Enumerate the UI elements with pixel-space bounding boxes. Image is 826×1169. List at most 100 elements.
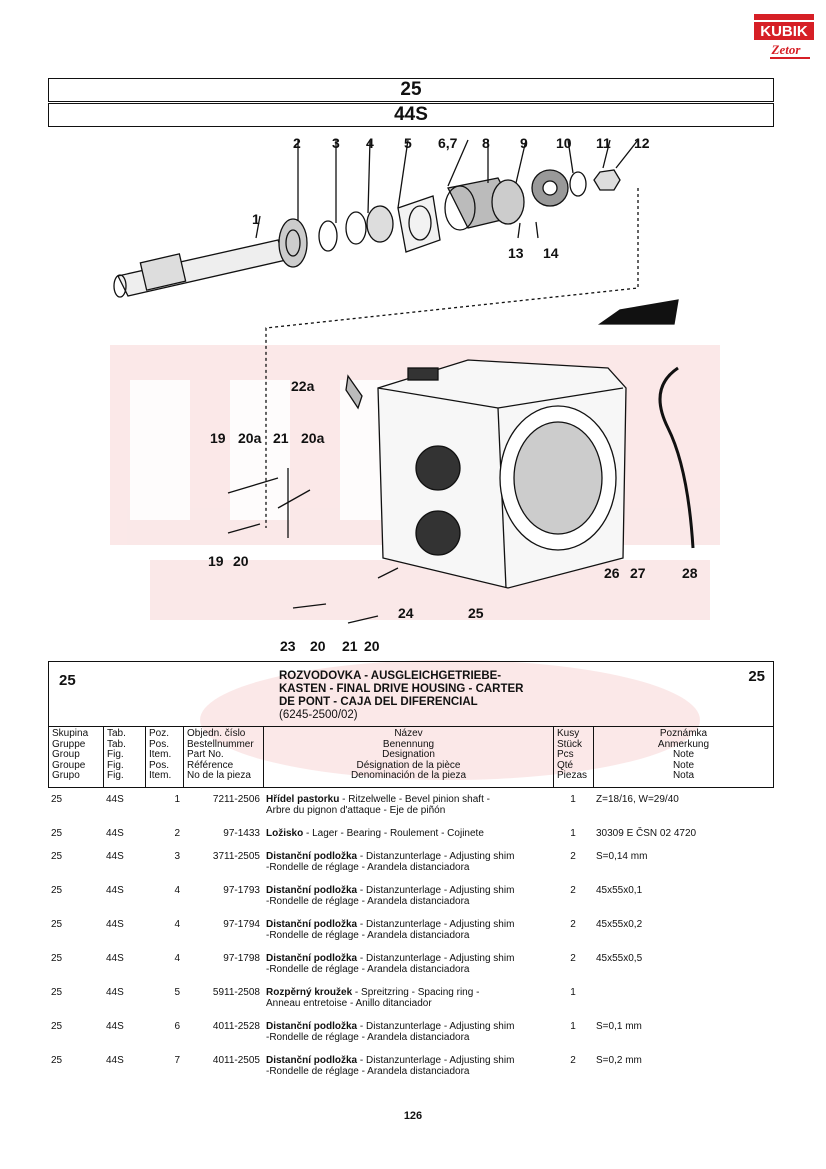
cell-group: 25 — [51, 828, 63, 839]
cell-name: Ložisko - Lager - Bearing - Roulement - … — [266, 828, 484, 839]
cell-name: Distanční podložka - Distanzunterlage - … — [266, 851, 515, 873]
cell-name: Distanční podložka - Distanzunterlage - … — [266, 953, 515, 975]
callout-8: 8 — [482, 135, 490, 151]
cell-pos: 4 — [174, 953, 180, 964]
cell-part-number: 5911-2508 — [212, 987, 260, 998]
callout-9: 9 — [520, 135, 528, 151]
cell-pos: 4 — [174, 919, 180, 930]
cell-group: 25 — [51, 953, 63, 964]
cell-qty: 2 — [570, 919, 576, 930]
callout-3: 3 — [332, 135, 340, 151]
callout-23: 23 — [280, 638, 296, 654]
cell-name: Distanční podložka - Distanzunterlage - … — [266, 885, 515, 907]
callout-28: 28 — [682, 565, 698, 581]
section-title: ROZVODOVKA - AUSGLEICHGETRIEBE- KASTEN -… — [279, 670, 524, 721]
cell-qty: 1 — [570, 987, 576, 998]
cell-part-number: 3711-2505 — [212, 851, 260, 862]
callout-19-bottom: 19 — [208, 553, 224, 569]
cell-part-number: 4011-2505 — [212, 1055, 260, 1066]
cell-part-number: 97-1433 — [223, 828, 260, 839]
cell-note: S=0,2 mm — [596, 1055, 642, 1066]
cell-name: Distanční podložka - Distanzunterlage - … — [266, 919, 515, 941]
cell-tab: 44S — [106, 794, 124, 805]
callout-11: 11 — [596, 135, 611, 151]
cell-note — [593, 987, 774, 1009]
cell-qty: 2 — [570, 953, 576, 964]
section-group-right: 25 — [748, 668, 765, 685]
callout-21-bottom: 21 — [342, 638, 358, 654]
callout-27: 27 — [630, 565, 646, 581]
cell-pos: 2 — [174, 828, 180, 839]
cell-tab: 44S — [106, 1055, 124, 1066]
cell-pos: 6 — [174, 1021, 180, 1032]
table-row: 25 44S 4 97-1794 Distanční podložka - Distan… — [48, 919, 774, 941]
callout-20a-right: 20a — [301, 430, 325, 446]
cell-group: 25 — [51, 1021, 63, 1032]
cell-note: 30309 E ČSN 02 4720 — [596, 828, 697, 839]
cell-name: Distanční podložka - Distanzunterlage - … — [266, 1055, 515, 1077]
col-tab: Tab.Tab.Fig.Fig.Fig. — [104, 727, 146, 787]
cell-qty: 2 — [570, 1055, 576, 1066]
cell-qty: 1 — [570, 1021, 576, 1032]
cell-group: 25 — [51, 987, 63, 998]
callout-4: 4 — [366, 135, 374, 151]
cell-qty: 1 — [570, 828, 576, 839]
callout-13: 13 — [508, 245, 524, 261]
callout-22a: 22a — [291, 378, 315, 394]
cell-tab: 44S — [106, 1021, 124, 1032]
callout-1: 1 — [252, 211, 260, 227]
cell-tab: 44S — [106, 885, 124, 896]
table-header: 44S — [48, 103, 774, 127]
cell-group: 25 — [51, 885, 63, 896]
callout-12: 12 — [634, 135, 650, 151]
page-number: 126 — [403, 1110, 423, 1122]
callout-2: 2 — [293, 135, 301, 151]
cell-tab: 44S — [106, 851, 124, 862]
cell-group: 25 — [51, 851, 63, 862]
section-group-left: 25 — [59, 672, 76, 689]
cell-pos: 3 — [174, 851, 180, 862]
cell-qty: 2 — [570, 885, 576, 896]
callout-20-mid: 20 — [310, 638, 326, 654]
cell-name: Hřídel pastorku - Ritzelwelle - Bevel pi… — [266, 794, 490, 816]
callout-19-top: 19 — [210, 430, 226, 446]
cell-tab: 44S — [106, 919, 124, 930]
cell-pos: 5 — [174, 987, 180, 998]
cell-tab: 44S — [106, 987, 124, 998]
cell-note: Z=18/16, W=29/40 — [596, 794, 679, 805]
callout-21-top: 21 — [273, 430, 289, 446]
cell-note: 45x55x0,2 — [596, 919, 643, 930]
cell-tab: 44S — [106, 953, 124, 964]
callout-20a-left: 20a — [238, 430, 262, 446]
table-row: 25 44S 5 5911-2508 Rozpěrný kroužek - Spreit… — [48, 987, 774, 1009]
cell-pos: 1 — [174, 794, 180, 805]
callout-5: 5 — [404, 135, 412, 151]
callout-20-right: 20 — [364, 638, 380, 654]
exploded-view-diagram: 1 2 3 4 5 6,7 8 9 10 11 12 13 14 22a 19 … — [113, 135, 698, 654]
cell-part-number: 4011-2528 — [212, 1021, 260, 1032]
logo-top-text: KUBIK — [760, 23, 808, 40]
cell-part-number: 97-1794 — [223, 919, 260, 930]
table-row: 25 44S 3 3711-2505 Distanční podložka - Dist… — [48, 851, 774, 873]
group-header: 25 — [48, 78, 774, 102]
callout-25: 25 — [468, 605, 484, 621]
cell-note: S=0,14 mm — [596, 851, 648, 862]
section-title-block: 25 25 ROZVODOVKA - AUSGLEICHGETRIEBE- KA… — [48, 661, 774, 727]
callout-6-7: 6,7 — [438, 135, 458, 151]
callout-26: 26 — [604, 565, 620, 581]
callout-14: 14 — [543, 245, 559, 261]
cell-group: 25 — [51, 919, 63, 930]
cell-part-number: 7211-2506 — [212, 794, 260, 805]
parts-table: 25 25 ROZVODOVKA - AUSGLEICHGETRIEBE- KA… — [48, 661, 774, 1089]
cell-name: Rozpěrný kroužek - Spreitzring - Spacing… — [266, 987, 480, 1009]
